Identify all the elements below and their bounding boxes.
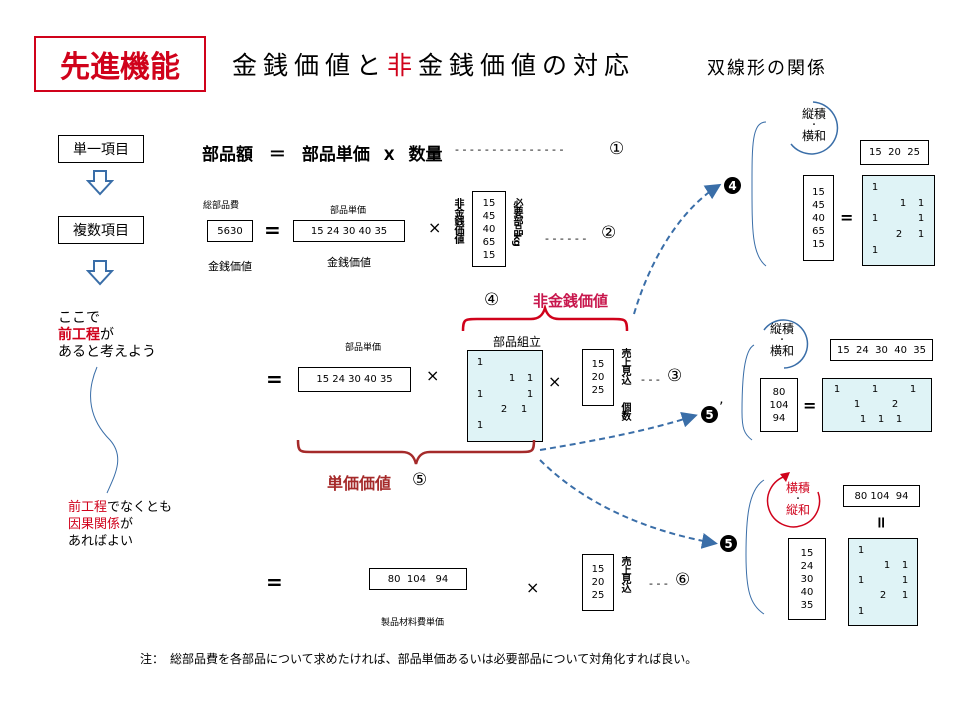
times-sign: × (426, 366, 440, 385)
times-sign: × (548, 372, 562, 391)
page-title: 金銭価値と非金銭価値の対応 (232, 51, 636, 80)
formula-dashes: - - - - - - - - - - - - - - - (455, 143, 564, 156)
row2-dashes: - - - - - - (545, 232, 587, 245)
footnote: 注： 総部品費を各部品について求めたければ、部品単価あるいは必要部品について対角… (140, 652, 698, 666)
row3-dashes: - - - (641, 373, 660, 386)
assumption-text: ここで 前工程が あると考えよう (58, 310, 156, 360)
panel5-matrix: 1 1 1 1 1 2 1 1 (848, 538, 918, 626)
panel5p-column-vector: 80 104 94 (760, 378, 798, 432)
row3-number: ③ (667, 366, 683, 386)
prime-mark: ’ (719, 400, 724, 416)
sales-forecast-vertical-label: 売上見込 (619, 556, 630, 592)
unit-price-vector: 15 24 30 40 35 (298, 367, 411, 392)
multi-item-box: 複数項目 (58, 216, 144, 244)
down-arrow-icon (86, 260, 114, 286)
money-value-label: 金銭価値 (208, 260, 252, 273)
required-parts-vector: 15 45 40 65 15 (472, 191, 506, 267)
down-arrow-icon (86, 170, 114, 196)
badge-5-prime: 5 (701, 406, 718, 423)
sales-forecast-vertical-label: 売上見込 (619, 348, 630, 384)
equals-sign: = (266, 570, 283, 594)
panel4-column-vector: 15 45 40 65 15 (803, 175, 834, 261)
badge-4: 4 (724, 177, 741, 194)
brace4 (461, 305, 629, 332)
rotation-circle-icon (790, 101, 839, 155)
brace5-number: ⑤ (412, 470, 428, 490)
causality-note: 前工程でなくとも 因果関係が あればよい (68, 500, 173, 549)
panel5p-matrix: 1 1 1 1 2 1 1 1 (822, 378, 932, 432)
money-value-label: 金銭価値 (327, 256, 371, 269)
equals-sign: = (803, 396, 817, 415)
panel4-matrix: 1 1 1 1 1 2 1 1 (862, 175, 935, 266)
unit-price-label: 部品単価 (330, 206, 367, 216)
equals-sign-vertical: = (872, 515, 892, 530)
formula: 部品額 ＝ 部品単価 X 数量 (202, 145, 443, 165)
count-vertical-label: 個数 (619, 402, 630, 420)
circle-label: 縦積 ・ 横和 (769, 322, 794, 358)
equals-sign: = (264, 218, 281, 242)
title-badge-text: 先進機能 (60, 50, 180, 85)
page-subtitle: 双線形の関係 (707, 58, 827, 79)
formula-number: ① (609, 139, 625, 159)
panel4-row-vector: 15 20 25 (860, 140, 929, 165)
assembly-matrix-label: 部品組立 (493, 335, 542, 349)
brace4-label: 非金銭価値 (533, 292, 609, 310)
brace5-label: 単価価値 (327, 474, 392, 493)
circle-label: 縦積 ・ 横和 (801, 107, 826, 143)
row4-dashes: - - - (649, 577, 668, 590)
equals-sign: = (840, 208, 854, 227)
circle-label: 横積 ・ 縦和 (785, 481, 810, 517)
unit-price-vector: 15 24 30 40 35 (293, 220, 405, 242)
total-cost-box: 5630 (207, 220, 253, 242)
nonmoney-vertical-label: 非金銭価値 (452, 198, 463, 243)
brace5 (296, 439, 536, 465)
sales-forecast-vector: 15 20 25 (582, 554, 614, 611)
assembly-matrix: 1 1 1 1 1 2 1 1 (467, 350, 543, 442)
single-item-box: 単一項目 (58, 135, 144, 163)
row2-number: ② (601, 223, 617, 243)
unit-price-label: 部品単価 (345, 343, 382, 353)
times-sign: × (526, 578, 540, 597)
callout-line (90, 366, 119, 494)
brace4-number: ④ (484, 290, 500, 310)
rotation-circle-red-icon (766, 472, 821, 528)
product-price-vector: 80 104 94 (369, 568, 467, 590)
total-cost-label: 総部品費 (203, 201, 240, 211)
equals-sign: = (266, 367, 283, 391)
panel5-column-vector: 15 24 30 40 35 (788, 538, 826, 620)
panel5p-row-vector: 15 24 30 40 35 (830, 339, 933, 361)
required-parts-vertical-label: 必要部品kg (511, 198, 522, 246)
title-badge: 先進機能 (34, 36, 206, 92)
badge-5: 5 (720, 535, 737, 552)
panel5-row-vector: 80 104 94 (843, 485, 920, 507)
product-material-caption: 製品材料費単価 (381, 618, 445, 628)
times-sign: × (428, 218, 442, 237)
row4-number: ⑥ (675, 570, 691, 590)
rotation-circle-icon (763, 319, 809, 369)
sales-forecast-vector: 15 20 25 (582, 349, 614, 406)
